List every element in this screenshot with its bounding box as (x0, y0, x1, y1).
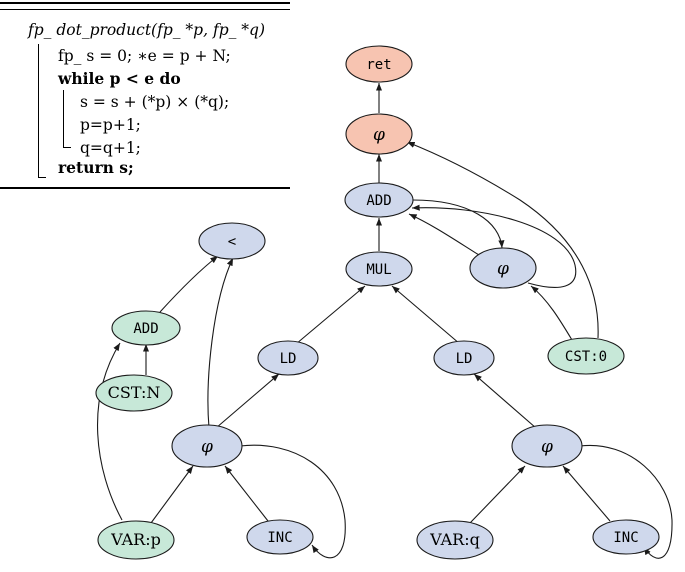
algorithm-line-4: p=p+1; (80, 116, 141, 134)
algorithm-line-5: q=q+1; (80, 139, 141, 157)
node-cst-n-label: CST:N (108, 383, 161, 402)
graph-edges (97, 83, 673, 559)
edge-inc-l-to-phi-l (224, 465, 269, 522)
algorithm-bottom-rule (0, 187, 290, 189)
node-phi-right: φ (469, 247, 537, 289)
block-bar-inner-foot (63, 147, 71, 148)
node-ld-left-label: LD (280, 351, 297, 367)
node-cst-0-label: CST:0 (565, 349, 607, 365)
node-var-q-var: q (470, 530, 480, 549)
node-add-top: ADD (344, 182, 414, 218)
edge-cst0-to-phi-top (406, 141, 599, 339)
node-var-p-label: VAR:p (110, 530, 161, 549)
node-phi-left: φ (171, 424, 243, 468)
edge-phi-l-self-loop (239, 444, 346, 559)
block-bar-outer-foot (38, 177, 46, 178)
node-mul-label: MUL (366, 262, 391, 278)
node-var-p-var: p (151, 530, 161, 549)
algorithm-line-3: s = s + (*p) × (*q); (80, 93, 230, 111)
graph-nodes: ret φ ADD φ MUL CST:0 (95, 45, 660, 560)
edge-ld-r-to-mul (391, 285, 461, 345)
node-cst-0: CST:0 (547, 337, 625, 375)
node-cst-n: CST:N (95, 374, 173, 412)
node-var-p: VAR:p (97, 520, 175, 560)
algorithm-box: fp_ dot_product(fp_ *p, fp_ *q) fp_ s = … (0, 0, 295, 195)
edge-phi-r-to-add-top (408, 213, 480, 256)
node-add-top-label: ADD (366, 193, 391, 209)
node-var-q-label: VAR:q (429, 530, 480, 549)
edge-inc-r-to-phi-q (562, 465, 611, 522)
node-phi-top-label: φ (373, 125, 385, 145)
node-add-left-label: ADD (133, 321, 158, 337)
node-less-than: < (198, 222, 266, 260)
node-mul: MUL (345, 251, 413, 287)
node-add-left: ADD (111, 310, 181, 346)
edge-ld-l-to-mul (295, 285, 366, 345)
node-inc-right: INC (592, 519, 660, 555)
node-var-q-prefix: VAR: (429, 530, 469, 549)
edge-phi-l-to-lt (207, 257, 234, 429)
edge-varq-to-phi-q (469, 465, 526, 524)
edge-phi-q-self-loop (579, 444, 673, 559)
node-ld-right: LD (433, 340, 495, 376)
algorithm-line-6: return s; (58, 158, 134, 177)
node-phi-q-label: φ (541, 437, 553, 457)
node-phi-q: φ (511, 424, 583, 468)
node-var-p-prefix: VAR: (110, 530, 150, 549)
node-ret: ret (345, 45, 413, 83)
node-var-q: VAR:q (416, 520, 494, 560)
node-phi-top: φ (345, 113, 413, 155)
node-cst-n-var: N (146, 383, 160, 402)
edge-varp-to-add-l (97, 342, 123, 521)
block-bar-outer (38, 44, 39, 177)
node-phi-left-label: φ (201, 437, 213, 457)
node-inc-right-label: INC (613, 530, 638, 546)
algorithm-top-rule (0, 2, 290, 4)
algorithm-top-rule-thin (0, 9, 290, 10)
algorithm-line-2: while p < e do (58, 69, 181, 88)
node-ld-left: LD (257, 340, 319, 376)
node-inc-left-label: INC (267, 530, 292, 546)
edge-phi-r-self-loop (411, 204, 577, 288)
edge-add-l-to-lt (159, 255, 219, 313)
node-phi-right-label: φ (497, 259, 509, 279)
node-inc-left: INC (246, 519, 314, 555)
algorithm-line-1: fp_ s = 0; ∗e = p + N; (58, 47, 231, 65)
node-ret-label: ret (366, 57, 391, 73)
edge-varp-to-phi-l (150, 465, 194, 524)
node-ld-right-label: LD (456, 351, 473, 367)
block-bar-inner (63, 90, 64, 147)
node-cst-n-prefix: CST: (108, 383, 147, 402)
edge-cst0-to-phi-r (530, 285, 573, 341)
edge-add-top-to-phi-r (412, 199, 505, 249)
edge-phi-q-to-ld-r (473, 373, 537, 429)
node-less-than-label: < (228, 234, 236, 250)
algorithm-header: fp_ dot_product(fp_ *p, fp_ *q) (28, 21, 266, 39)
edge-phi-l-to-ld-l (215, 373, 280, 429)
